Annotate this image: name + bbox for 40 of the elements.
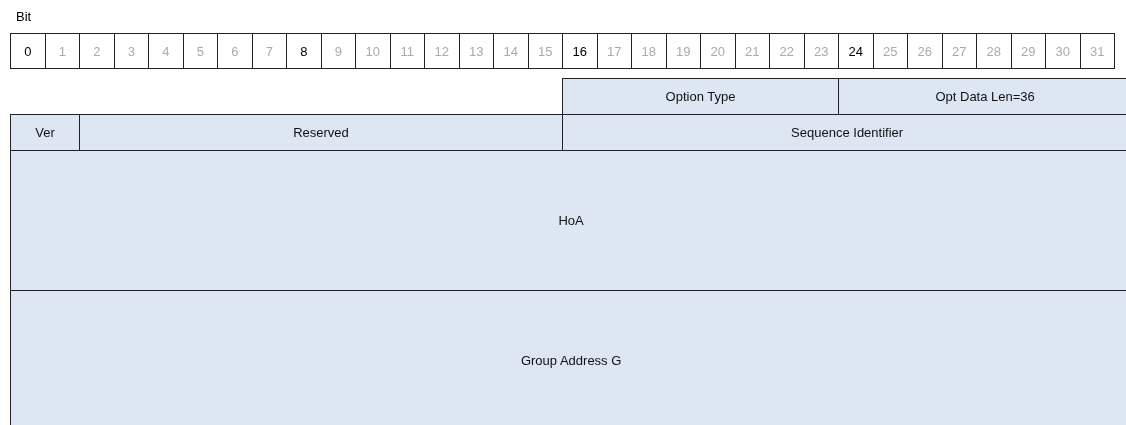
bit-number: 6 (217, 33, 253, 69)
bit-number: 31 (1079, 33, 1115, 69)
bit-number: 2 (79, 33, 115, 69)
bit-number: 8 (286, 33, 322, 69)
packet-field: Option Type (562, 78, 839, 115)
bit-number: 17 (596, 33, 632, 69)
bit-number: 22 (769, 33, 805, 69)
bit-number: 21 (734, 33, 770, 69)
bit-number: 19 (665, 33, 701, 69)
packet-field: Sequence Identifier (562, 114, 1126, 151)
packet-field: Group Address G (10, 290, 1126, 425)
bit-number: 13 (458, 33, 494, 69)
bit-number: 16 (562, 33, 598, 69)
bit-number: 15 (527, 33, 563, 69)
bit-number: 28 (976, 33, 1012, 69)
bit-number: 24 (838, 33, 874, 69)
packet-field: Reserved (79, 114, 563, 151)
bit-number: 10 (355, 33, 391, 69)
bit-number: 9 (320, 33, 356, 69)
bit-number: 7 (251, 33, 287, 69)
packet-field: Ver (10, 114, 80, 151)
axis-title: Bit (16, 9, 32, 24)
bit-number: 1 (44, 33, 80, 69)
bit-number: 30 (1045, 33, 1081, 69)
bit-number: 23 (803, 33, 839, 69)
bit-number: 26 (907, 33, 943, 69)
bit-number: 12 (424, 33, 460, 69)
bit-number: 27 (941, 33, 977, 69)
bit-number: 25 (872, 33, 908, 69)
bit-number: 5 (182, 33, 218, 69)
bit-number: 20 (700, 33, 736, 69)
bit-number: 18 (631, 33, 667, 69)
bit-number: 14 (493, 33, 529, 69)
bit-number: 29 (1010, 33, 1046, 69)
bit-number: 11 (389, 33, 425, 69)
bit-number: 4 (148, 33, 184, 69)
packet-field: Opt Data Len=36 (838, 78, 1126, 115)
packet-field: HoA (10, 150, 1126, 291)
bit-number: 0 (10, 33, 46, 69)
bit-number: 3 (113, 33, 149, 69)
